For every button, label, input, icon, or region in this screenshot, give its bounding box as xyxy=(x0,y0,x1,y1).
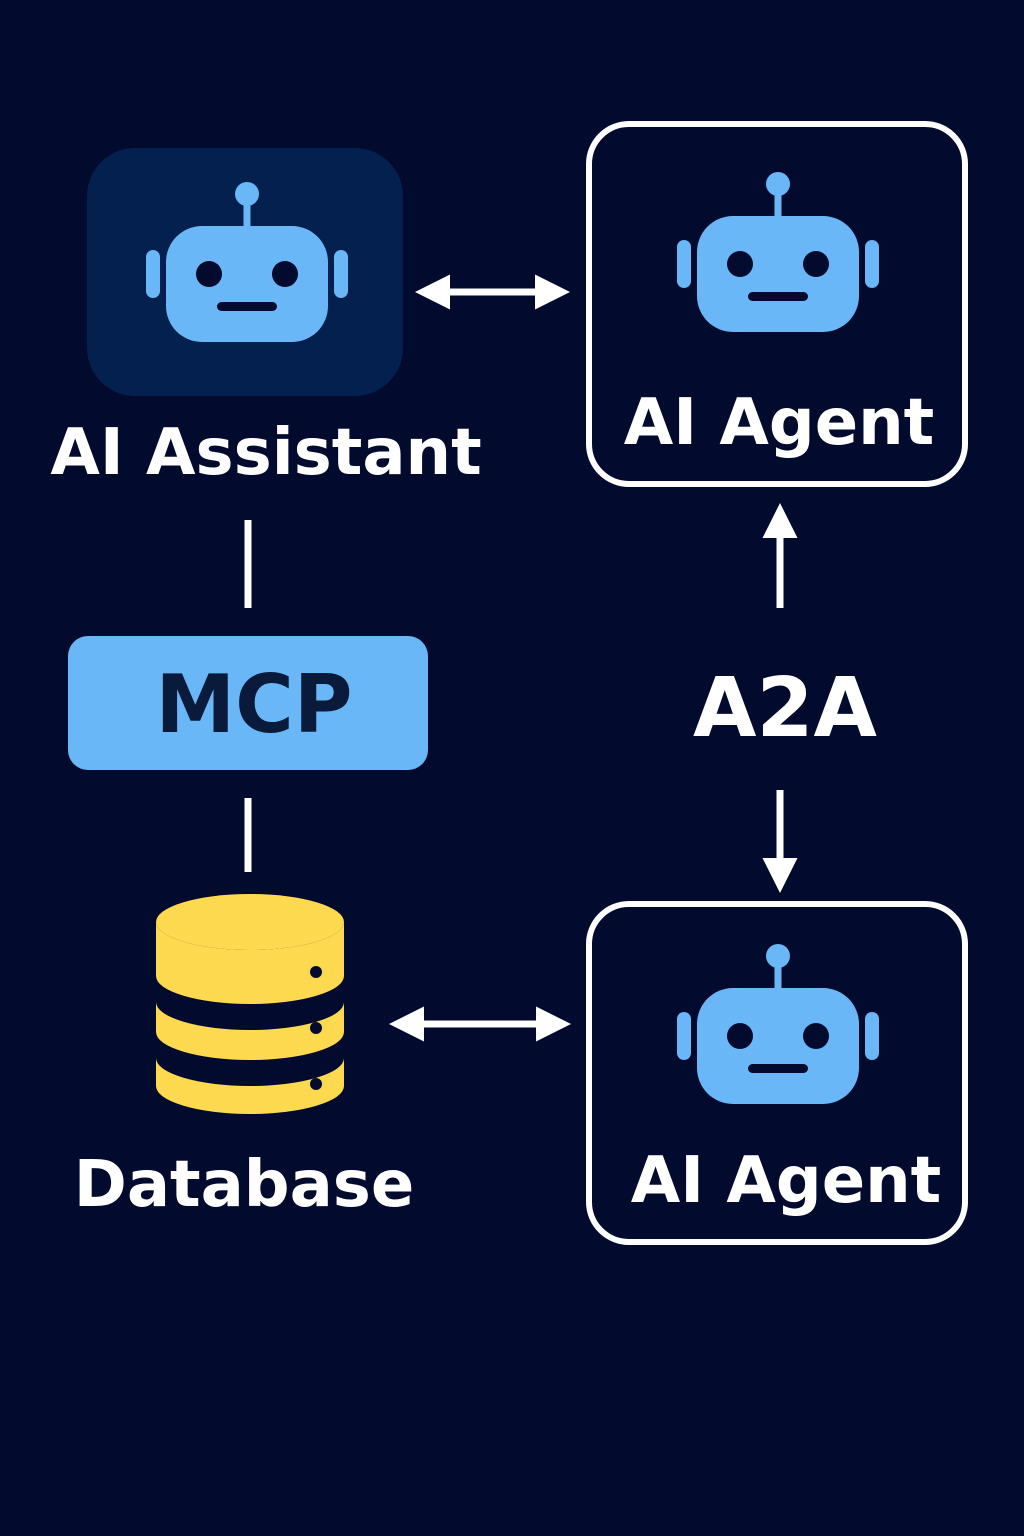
agent-bottom-label: AI Agent xyxy=(631,1144,942,1218)
ai-agent-bottom-node: AI Agent xyxy=(586,901,968,1245)
robot-icon xyxy=(677,172,879,332)
a2a-label: A2A xyxy=(693,661,878,756)
ai-assistant-node: AI Assistant xyxy=(50,148,482,490)
mcp-label: MCP xyxy=(156,658,353,751)
mcp-box xyxy=(68,636,428,770)
agent-bottom-frame xyxy=(586,901,968,1245)
ai-agent-top-node: AI Agent xyxy=(586,121,968,487)
agent-top-label: AI Agent xyxy=(624,386,935,460)
database-label: Database xyxy=(74,1148,415,1222)
mcp-node: MCP xyxy=(68,636,428,770)
assistant-label: AI Assistant xyxy=(50,416,481,490)
robot-icon xyxy=(677,944,879,1104)
database-icon xyxy=(156,894,344,1114)
agent-top-frame xyxy=(586,121,968,487)
